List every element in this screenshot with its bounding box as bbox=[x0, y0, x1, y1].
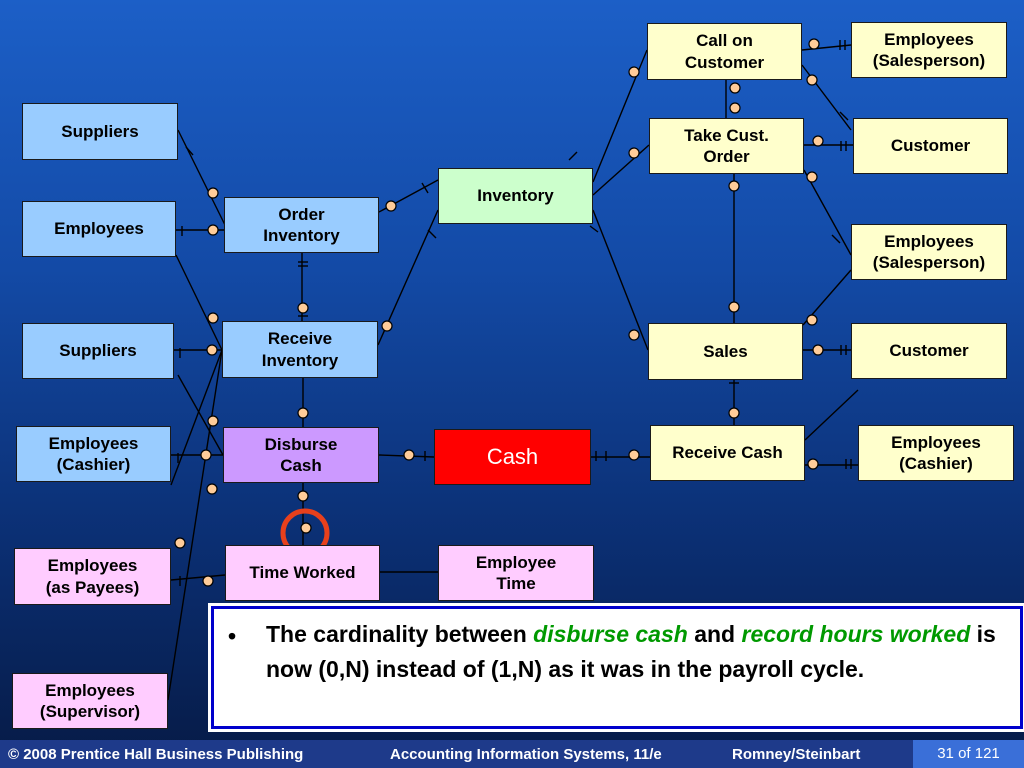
entity-inventory: Inventory bbox=[438, 168, 593, 224]
relationship-line bbox=[170, 574, 226, 581]
cardinality-dot bbox=[385, 200, 397, 212]
entity-customer-1: Customer bbox=[853, 118, 1008, 174]
relationship-line bbox=[167, 349, 223, 701]
cardinality-dot bbox=[202, 575, 214, 587]
entity-employees-salesperson-1: Employees (Salesperson) bbox=[851, 22, 1007, 78]
cardinality-tick bbox=[185, 146, 194, 156]
cardinality-dot bbox=[207, 224, 219, 236]
cardinality-dot bbox=[808, 38, 820, 50]
note-text-3: is now (0,N) instead of (1,N) as it was … bbox=[266, 621, 996, 682]
entity-employees-supervisor: Employees (Supervisor) bbox=[12, 673, 168, 729]
cardinality-dot bbox=[806, 171, 818, 183]
note-text-1: The cardinality between bbox=[266, 621, 534, 647]
entity-employees: Employees bbox=[22, 201, 176, 257]
entity-take-cust-order: Take Cust. Order bbox=[649, 118, 804, 174]
relationship-line bbox=[801, 44, 852, 51]
relationship-line bbox=[801, 64, 852, 131]
entity-time-worked: Time Worked bbox=[225, 545, 380, 601]
entity-receive-inventory: Receive Inventory bbox=[222, 321, 378, 378]
entity-employee-time: Employee Time bbox=[438, 545, 594, 601]
cardinality-dot bbox=[728, 301, 740, 313]
entity-call-on-customer: Call on Customer bbox=[647, 23, 802, 80]
footer-authors: Romney/Steinbart bbox=[732, 746, 861, 763]
cardinality-dot bbox=[628, 66, 640, 78]
cardinality-dot bbox=[807, 458, 819, 470]
cardinality-dot bbox=[300, 522, 312, 534]
relationship-line bbox=[170, 349, 223, 486]
relationship-line bbox=[175, 254, 223, 351]
cardinality-dot bbox=[628, 449, 640, 461]
entity-employees-as-payees: Employees (as Payees) bbox=[14, 548, 171, 605]
relationship-line bbox=[177, 129, 226, 226]
note-emphasis-disburse-cash: disburse cash bbox=[533, 621, 688, 647]
entity-order-inventory: Order Inventory bbox=[224, 197, 379, 253]
cardinality-dot bbox=[297, 302, 309, 314]
cardinality-tick bbox=[831, 234, 841, 244]
page-number[interactable]: 31 of 121 bbox=[913, 740, 1024, 768]
cardinality-dot bbox=[729, 102, 741, 114]
cardinality-dot bbox=[728, 180, 740, 192]
cardinality-tick bbox=[589, 225, 599, 233]
cardinality-dot bbox=[628, 329, 640, 341]
cardinality-dot bbox=[207, 415, 219, 427]
entity-customer-2: Customer bbox=[851, 323, 1007, 379]
footer-copyright: © 2008 Prentice Hall Business Publishing bbox=[8, 746, 304, 763]
entity-suppliers-2: Suppliers bbox=[22, 323, 174, 379]
entity-cash: Cash bbox=[434, 429, 591, 485]
note-box: • The cardinality between disburse cash … bbox=[208, 603, 1024, 732]
entity-sales: Sales bbox=[648, 323, 803, 380]
cardinality-dot bbox=[729, 82, 741, 94]
entity-suppliers-1: Suppliers bbox=[22, 103, 178, 160]
relationship-line bbox=[592, 144, 650, 196]
cardinality-dot bbox=[206, 344, 218, 356]
cardinality-dot bbox=[297, 490, 309, 502]
cardinality-dot bbox=[806, 74, 818, 86]
entity-employees-cashier-1: Employees (Cashier) bbox=[16, 426, 171, 482]
entity-receive-cash: Receive Cash bbox=[650, 425, 805, 481]
cardinality-dot bbox=[628, 147, 640, 159]
note-text-2: and bbox=[687, 621, 742, 647]
footer-book-title: Accounting Information Systems, 11/e bbox=[390, 746, 662, 763]
footer-bar: © 2008 Prentice Hall Business Publishing… bbox=[0, 740, 1024, 768]
entity-disburse-cash: Disburse Cash bbox=[223, 427, 379, 483]
cardinality-dot bbox=[812, 344, 824, 356]
cardinality-dot bbox=[403, 449, 415, 461]
cardinality-dot bbox=[206, 483, 218, 495]
bullet: • bbox=[228, 623, 237, 649]
cardinality-dot bbox=[728, 407, 740, 419]
cardinality-dot bbox=[381, 320, 393, 332]
cardinality-tick bbox=[421, 182, 429, 194]
cardinality-tick bbox=[427, 229, 437, 239]
cardinality-dot bbox=[297, 407, 309, 419]
entity-employees-cashier-2: Employees (Cashier) bbox=[858, 425, 1014, 481]
note-emphasis-record-hours-worked: record hours worked bbox=[741, 621, 971, 647]
entity-employees-salesperson-2: Employees (Salesperson) bbox=[851, 224, 1007, 280]
cardinality-dot bbox=[806, 314, 818, 326]
cardinality-tick bbox=[839, 111, 849, 121]
cardinality-dot bbox=[200, 449, 212, 461]
relationship-line bbox=[803, 169, 852, 256]
cardinality-dot bbox=[207, 187, 219, 199]
relationship-line bbox=[592, 209, 649, 351]
cardinality-dot bbox=[812, 135, 824, 147]
relationship-line bbox=[804, 389, 859, 441]
cardinality-dot bbox=[207, 312, 219, 324]
cardinality-dot bbox=[174, 537, 186, 549]
cardinality-tick bbox=[568, 151, 578, 161]
relationship-line bbox=[177, 374, 224, 456]
